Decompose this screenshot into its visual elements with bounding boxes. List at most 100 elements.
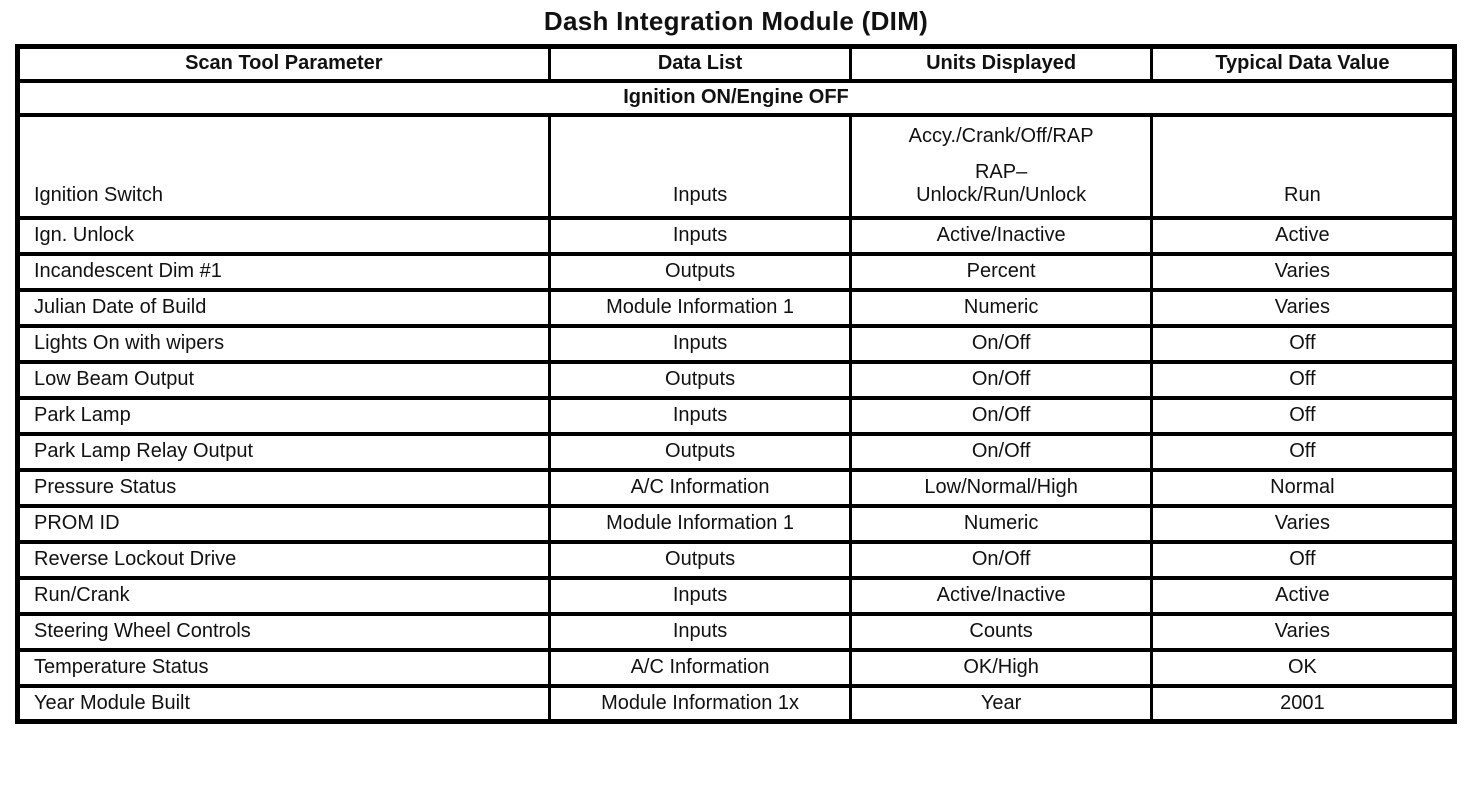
cell-units: On/Off — [849, 395, 1153, 436]
cell-data-list: Inputs — [547, 215, 853, 256]
column-header-typical-data-value: Typical Data Value — [1149, 44, 1457, 83]
section-header-row: Ignition ON/Engine OFF — [16, 78, 1456, 117]
cell-units: Active/Inactive — [849, 575, 1153, 616]
units-line: Low/Normal/High — [924, 476, 1078, 498]
cell-data-list: Inputs — [547, 323, 853, 364]
dim-parameter-table: Scan Tool Parameter Data List Units Disp… — [15, 44, 1457, 724]
units-line: Year — [980, 691, 1022, 714]
cell-data-list: Outputs — [547, 431, 853, 472]
cell-parameter: Park Lamp Relay Output — [16, 431, 551, 472]
cell-value: OK — [1149, 647, 1457, 688]
units-line: Percent — [966, 260, 1036, 282]
table-body: Ignition Switch Inputs Accy./Crank/Off/R… — [16, 112, 1457, 724]
units-line: On/Off — [971, 332, 1031, 354]
units-line: Numeric — [963, 512, 1039, 534]
cell-value: Run — [1149, 112, 1457, 220]
cell-data-list: Module Information 1 — [547, 503, 853, 544]
units-line: Counts — [969, 620, 1033, 642]
units-line: On/Off — [971, 440, 1031, 462]
table-row: Year Module Built Module Information 1x … — [16, 683, 1457, 724]
units-line: On/Off — [971, 368, 1031, 390]
cell-value: Off — [1149, 539, 1457, 580]
cell-data-list: Outputs — [547, 539, 853, 580]
cell-parameter: Run/Crank — [16, 575, 551, 616]
cell-data-list: Inputs — [547, 611, 853, 652]
units-line: Accy./Crank/Off/RAP — [908, 124, 1094, 147]
cell-units: OK/High — [849, 647, 1153, 688]
table-row: Reverse Lockout Drive Outputs On/Off Off — [16, 539, 1457, 580]
cell-value: Active — [1149, 575, 1457, 616]
cell-value: Varies — [1149, 503, 1457, 544]
cell-parameter: Steering Wheel Controls — [16, 611, 551, 652]
cell-parameter: Lights On with wipers — [16, 323, 551, 364]
cell-units: Year — [849, 683, 1153, 724]
column-header-scan-tool-parameter: Scan Tool Parameter — [16, 44, 551, 83]
table-row: Pressure Status A/C Information Low/Norm… — [16, 467, 1457, 508]
table-row: Julian Date of Build Module Information … — [16, 287, 1457, 328]
cell-data-list: Inputs — [547, 112, 853, 220]
cell-units: Percent — [849, 251, 1153, 292]
table-row: Incandescent Dim #1 Outputs Percent Vari… — [16, 251, 1457, 292]
cell-parameter: Low Beam Output — [16, 359, 551, 400]
cell-parameter: Year Module Built — [16, 683, 551, 724]
cell-value: Off — [1149, 431, 1457, 472]
cell-data-list: Outputs — [547, 359, 853, 400]
units-line: OK/High — [963, 656, 1039, 678]
cell-units: Accy./Crank/Off/RAP RAP–Unlock/Run/Unlock — [849, 112, 1153, 220]
cell-data-list: A/C Information — [547, 647, 853, 688]
cell-parameter: Temperature Status — [16, 647, 551, 688]
units-line: Unlock/Run/Unlock — [916, 183, 1087, 206]
table-row: Park Lamp Inputs On/Off Off — [16, 395, 1457, 436]
cell-value: Normal — [1149, 467, 1457, 508]
units-line: RAP– — [974, 160, 1028, 183]
cell-parameter: Park Lamp — [16, 395, 551, 436]
cell-data-list: Inputs — [547, 575, 853, 616]
cell-parameter: Ign. Unlock — [16, 215, 551, 256]
cell-data-list: Module Information 1x — [547, 683, 853, 724]
column-header-units-displayed: Units Displayed — [849, 44, 1153, 83]
cell-data-list: Outputs — [547, 251, 853, 292]
cell-value: Varies — [1149, 251, 1457, 292]
cell-units: On/Off — [849, 431, 1153, 472]
cell-data-list: Inputs — [547, 395, 853, 436]
table-row: Lights On with wipers Inputs On/Off Off — [16, 323, 1457, 364]
cell-value: Active — [1149, 215, 1457, 256]
column-header-data-list: Data List — [547, 44, 853, 83]
cell-data-list: Module Information 1 — [547, 287, 853, 328]
page-title: Dash Integration Module (DIM) — [543, 6, 929, 36]
cell-value: Varies — [1149, 611, 1457, 652]
table-row: Park Lamp Relay Output Outputs On/Off Of… — [16, 431, 1457, 472]
section-header: Ignition ON/Engine OFF — [16, 78, 1456, 117]
cell-parameter: Incandescent Dim #1 — [16, 251, 551, 292]
units-line: Numeric — [963, 296, 1039, 318]
table-row: Ignition Switch Inputs Accy./Crank/Off/R… — [16, 112, 1457, 220]
table-row: Steering Wheel Controls Inputs Counts Va… — [16, 611, 1457, 652]
units-line: On/Off — [971, 404, 1031, 426]
units-line: Active/Inactive — [936, 224, 1066, 246]
table-row: Run/Crank Inputs Active/Inactive Active — [16, 575, 1457, 616]
cell-parameter: Reverse Lockout Drive — [16, 539, 551, 580]
cell-data-list: A/C Information — [547, 467, 853, 508]
cell-value: Off — [1149, 323, 1457, 364]
cell-units: Counts — [849, 611, 1153, 652]
cell-units: On/Off — [849, 359, 1153, 400]
units-line: Active/Inactive — [936, 584, 1066, 606]
cell-units: Active/Inactive — [849, 215, 1153, 256]
cell-value: Off — [1149, 395, 1457, 436]
cell-parameter: Julian Date of Build — [16, 287, 551, 328]
table-row: PROM ID Module Information 1 Numeric Var… — [16, 503, 1457, 544]
table-row: Ign. Unlock Inputs Active/Inactive Activ… — [16, 215, 1457, 256]
table-row: Low Beam Output Outputs On/Off Off — [16, 359, 1457, 400]
cell-units: On/Off — [849, 539, 1153, 580]
cell-units: Numeric — [849, 503, 1153, 544]
table-header: Scan Tool Parameter Data List Units Disp… — [16, 44, 1457, 117]
cell-parameter: Pressure Status — [16, 467, 551, 508]
cell-parameter: Ignition Switch — [16, 112, 551, 220]
cell-value: Off — [1149, 359, 1457, 400]
column-header-row: Scan Tool Parameter Data List Units Disp… — [16, 44, 1457, 83]
cell-value: Varies — [1149, 287, 1457, 328]
units-line: On/Off — [971, 548, 1031, 570]
cell-value: 2001 — [1149, 683, 1457, 724]
cell-units: On/Off — [849, 323, 1153, 364]
